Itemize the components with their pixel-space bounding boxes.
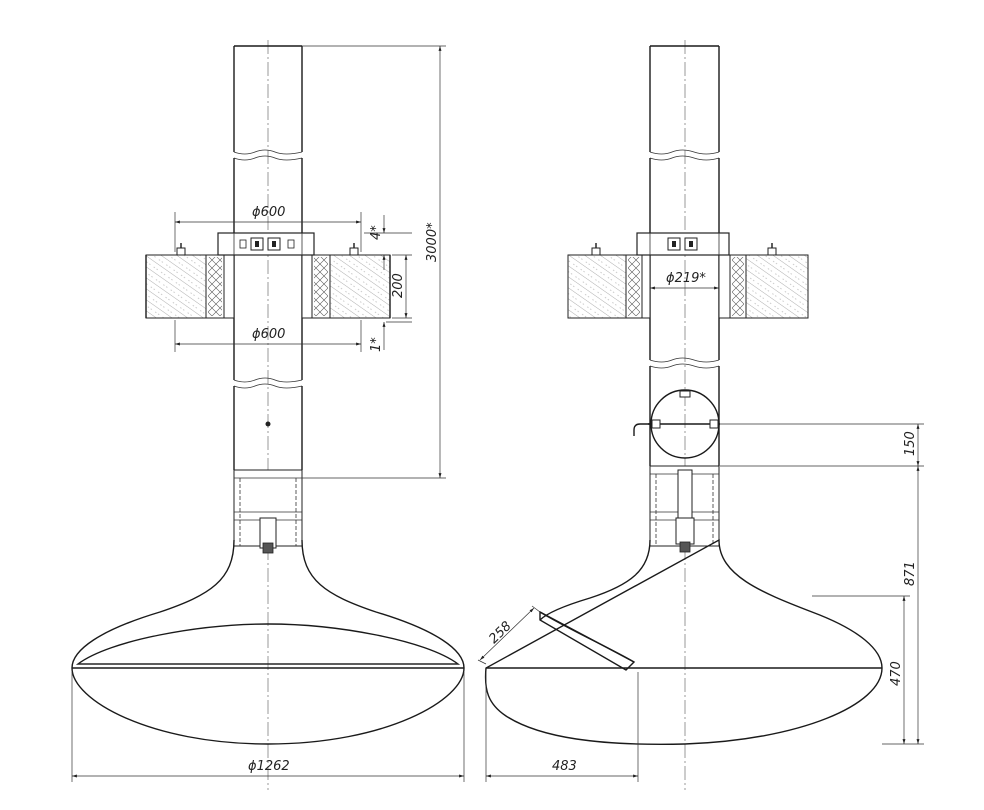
side-view: ϕ219* 150 871 470 258 483 [477, 40, 924, 790]
side-chimney-pipe [649, 45, 720, 466]
dim-pipe-diameter: ϕ219* [666, 271, 706, 286]
dim-hood-depth: 483 [552, 759, 577, 774]
dim-damper-height: 150 [903, 431, 918, 456]
dim-hood-height: 470 [889, 661, 904, 686]
front-hood [71, 539, 465, 745]
front-bracket [233, 469, 303, 554]
front-ceiling-slab [145, 254, 391, 319]
side-dimensions: ϕ219* 150 871 470 258 483 [477, 271, 924, 782]
front-ceiling-clamp [176, 232, 359, 256]
dim-top-gap: 4* [369, 225, 384, 240]
dim-door-length: 258 [486, 619, 514, 647]
dim-total-height: 3000* [425, 222, 440, 262]
side-damper [633, 389, 720, 459]
front-view: ϕ600 ϕ600 4* 200 1* 3000* [71, 40, 465, 790]
side-bracket [649, 465, 720, 553]
dim-hood-diameter: ϕ1262 [248, 759, 290, 774]
side-hood [484, 538, 883, 745]
side-ceiling-clamp [591, 232, 777, 256]
dim-ceiling-thickness: 200 [391, 273, 406, 298]
dim-bottom-diameter: ϕ600 [252, 327, 285, 342]
side-ceiling-slab [567, 254, 809, 319]
dim-body-height: 871 [903, 561, 918, 586]
dim-bottom-gap: 1* [369, 337, 384, 352]
dim-top-diameter: ϕ600 [252, 205, 285, 220]
front-dimensions: ϕ600 ϕ600 4* 200 1* 3000* [71, 45, 465, 782]
